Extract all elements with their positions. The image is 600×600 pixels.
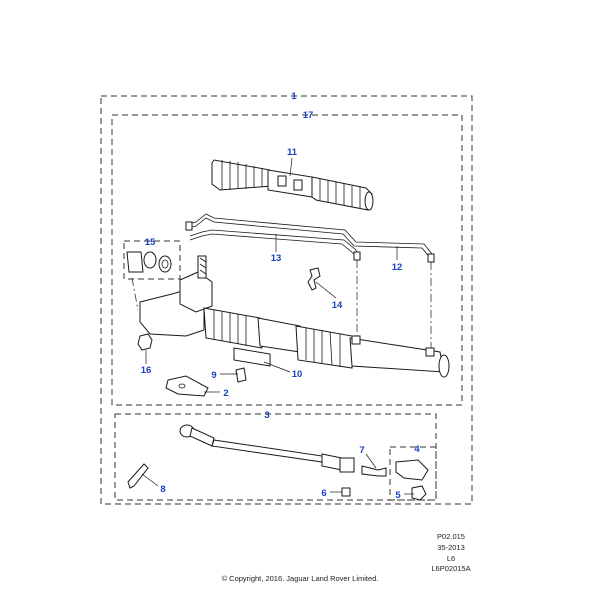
- group-frame-15: [123, 240, 181, 280]
- assembly-line: [131, 277, 139, 311]
- castle-nut-part: [411, 485, 427, 501]
- callout-7: 7: [359, 445, 364, 456]
- bush-part: [235, 367, 247, 383]
- callout-16: 16: [141, 365, 152, 376]
- track-rod-end-part: [395, 459, 429, 481]
- copyright-notice: © Copyright, 2016. Jaguar Land Rover Lim…: [221, 574, 379, 583]
- callout-13: 13: [271, 253, 282, 264]
- pipe-clip-part: [307, 267, 321, 291]
- callout-10: 10: [292, 369, 303, 380]
- nut-part: [137, 333, 153, 351]
- bolt-part: [361, 465, 387, 477]
- callout-5: 5: [395, 490, 401, 501]
- group-frame-17: [111, 114, 463, 406]
- reference-code: 35-2013: [437, 543, 465, 552]
- callout-4: 4: [414, 444, 420, 455]
- reference-code: L6: [446, 554, 456, 563]
- reference-code: L6P02015A: [431, 564, 471, 573]
- small-bolt-part: [341, 487, 351, 497]
- callout-8: 8: [160, 484, 165, 495]
- callout-15: 15: [145, 237, 156, 248]
- callout-14: 14: [332, 300, 343, 311]
- clamp-plate-hole: [178, 383, 186, 389]
- leader-line-14: [315, 281, 337, 299]
- callout-12: 12: [392, 262, 403, 273]
- long-bolt-part: [127, 463, 149, 489]
- callout-3: 3: [264, 410, 269, 421]
- clamp-plate-part: [165, 375, 209, 397]
- mounting-bush-part: [233, 347, 271, 367]
- group-frame-1: [100, 95, 473, 505]
- leader-line-11: [289, 157, 293, 177]
- track-rod-part: [179, 424, 355, 473]
- rack-gaiter-part: [211, 159, 374, 211]
- reference-code: P02.015: [437, 532, 465, 541]
- seal-kit-part: [126, 251, 172, 273]
- callout-17: 17: [303, 110, 314, 121]
- steering-rack-part: [139, 255, 450, 378]
- group-frame-4: [389, 446, 437, 501]
- callout-9: 9: [211, 370, 216, 381]
- leader-line-8: [141, 473, 159, 487]
- callout-1: 1: [291, 91, 297, 102]
- callout-2: 2: [223, 388, 228, 399]
- leader-line-7: [365, 453, 377, 469]
- leader-line-10: [263, 361, 291, 373]
- callout-11: 11: [287, 147, 298, 158]
- callout-6: 6: [321, 488, 326, 499]
